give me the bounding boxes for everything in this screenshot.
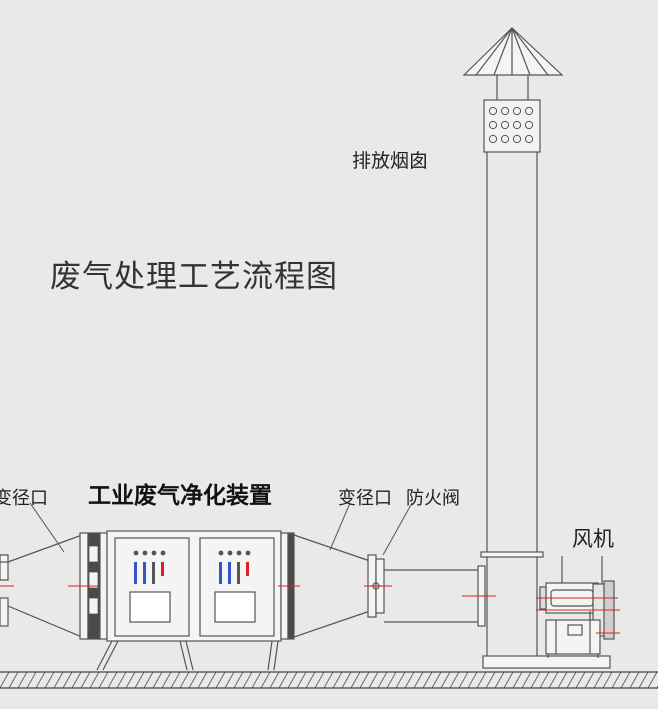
reducer-right: [293, 534, 371, 638]
control-indicators: [133, 550, 251, 584]
center-lines: [0, 585, 620, 634]
purification-device: [87, 530, 295, 671]
chimney: [462, 27, 611, 669]
ground: [0, 671, 658, 689]
vent-holes: [488, 106, 534, 144]
reducer-left-label: 变径口: [0, 488, 48, 509]
leader-lines: [29, 502, 413, 556]
reducer-right-label: 变径口: [338, 488, 392, 509]
fan-unit: [539, 556, 615, 658]
fan-label: 风机: [572, 527, 614, 551]
device-label: 工业废气净化装置: [88, 483, 272, 509]
diagram-title: 废气处理工艺流程图: [50, 259, 338, 295]
chimney-label: 排放烟囱: [352, 150, 429, 172]
fire-damper-label: 防火阀: [406, 488, 460, 509]
